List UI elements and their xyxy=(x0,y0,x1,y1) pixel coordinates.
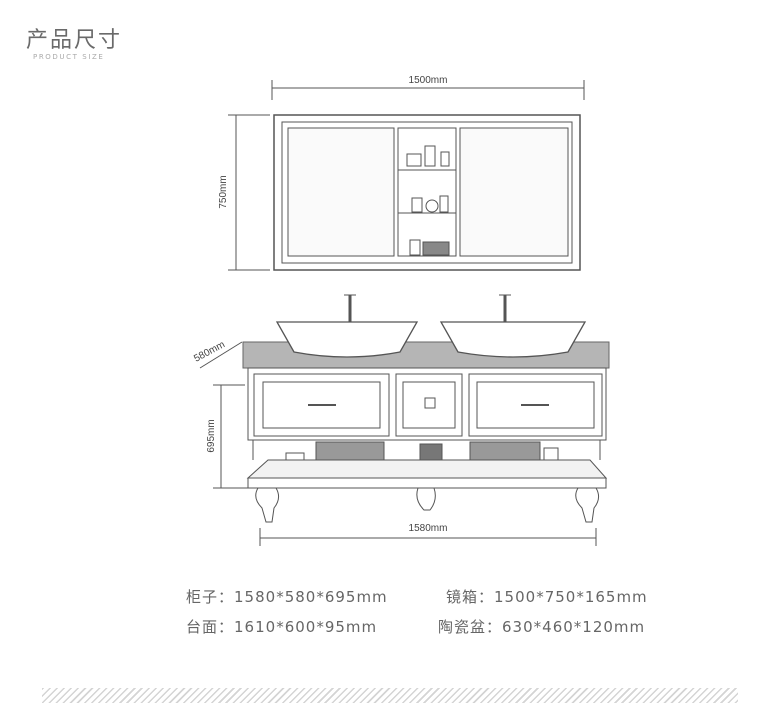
spec-value: 1500*750*165mm xyxy=(494,588,648,606)
decorative-stripe-divider xyxy=(42,688,738,703)
vanity-width-label: 1580mm xyxy=(409,523,448,534)
spec-label: 陶瓷盆： xyxy=(438,618,503,636)
spec-label: 台面： xyxy=(186,618,235,636)
spec-value: 1610*600*95mm xyxy=(234,618,378,636)
vanity-height-label: 695mm xyxy=(206,419,217,452)
mirror-cabinet-drawing xyxy=(273,114,581,271)
vanity-depth-dimension: 580mm xyxy=(192,339,243,369)
section-subtitle: PRODUCT SIZE xyxy=(33,53,105,61)
mirror-width-dimension: 1500mm xyxy=(271,75,585,100)
spec-cabinet: 柜子：1580*580*695mm xyxy=(186,586,388,607)
spec-label: 柜子： xyxy=(186,588,235,606)
vanity-drawing xyxy=(242,294,610,523)
mirror-height-dimension: 750mm xyxy=(218,114,270,271)
spec-mirror-cabinet: 镜箱：1500*750*165mm xyxy=(446,586,648,607)
spec-value: 1580*580*695mm xyxy=(234,588,388,606)
spec-basin: 陶瓷盆：630*460*120mm xyxy=(438,616,645,637)
section-title: 产品尺寸 xyxy=(26,28,123,53)
spec-value: 630*460*120mm xyxy=(502,618,646,636)
vanity-height-dimension: 695mm xyxy=(206,384,250,489)
product-sketch: 1500mm 750mm xyxy=(192,75,610,546)
spec-label: 镜箱： xyxy=(446,588,495,606)
mirror-width-label: 1500mm xyxy=(409,75,448,86)
mirror-height-label: 750mm xyxy=(218,175,229,208)
vanity-width-dimension: 1580mm xyxy=(259,523,597,546)
spec-countertop: 台面：1610*600*95mm xyxy=(186,616,377,637)
vanity-depth-label: 580mm xyxy=(192,339,227,364)
